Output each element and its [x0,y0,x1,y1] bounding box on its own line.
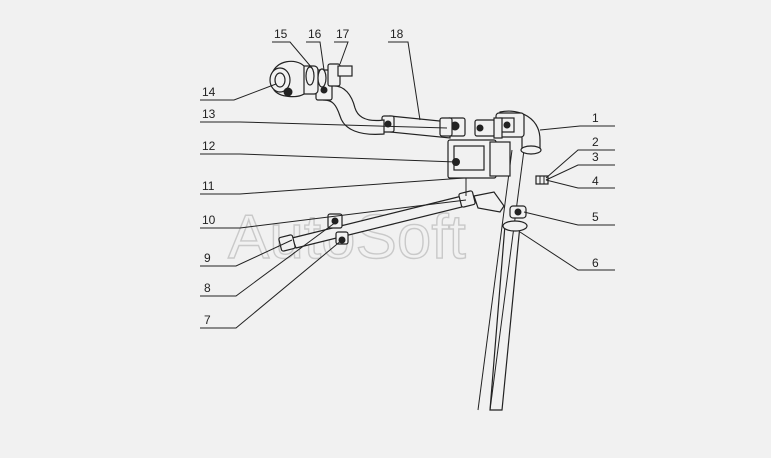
callout-18: 18 [390,27,404,41]
callout-6: 6 [592,256,599,270]
callout-14: 14 [202,85,216,99]
vertical-pipe [477,149,528,411]
callout-2: 2 [592,135,599,149]
callout-9: 9 [204,251,211,265]
callout-1: 1 [592,111,599,125]
lower-hose [278,178,505,252]
callout-11: 11 [202,179,215,193]
callout-7: 7 [204,313,211,327]
end-elbow [269,60,305,98]
callout-16: 16 [308,27,322,41]
callout-4: 4 [592,174,599,188]
callout-17: 17 [336,27,350,41]
callout-5: 5 [592,210,599,224]
callout-labels: 1 2 3 4 5 6 7 8 9 10 11 12 13 14 15 16 1… [202,27,599,327]
callout-8: 8 [204,281,211,295]
leader-lines [200,41,615,329]
callout-15: 15 [274,27,288,41]
small-fittings [509,175,549,219]
callout-12: 12 [202,139,216,153]
callout-3: 3 [592,150,599,164]
callout-13: 13 [202,107,216,121]
valve-body [446,117,511,179]
upper-elbow [495,110,542,155]
callout-10: 10 [202,213,216,227]
